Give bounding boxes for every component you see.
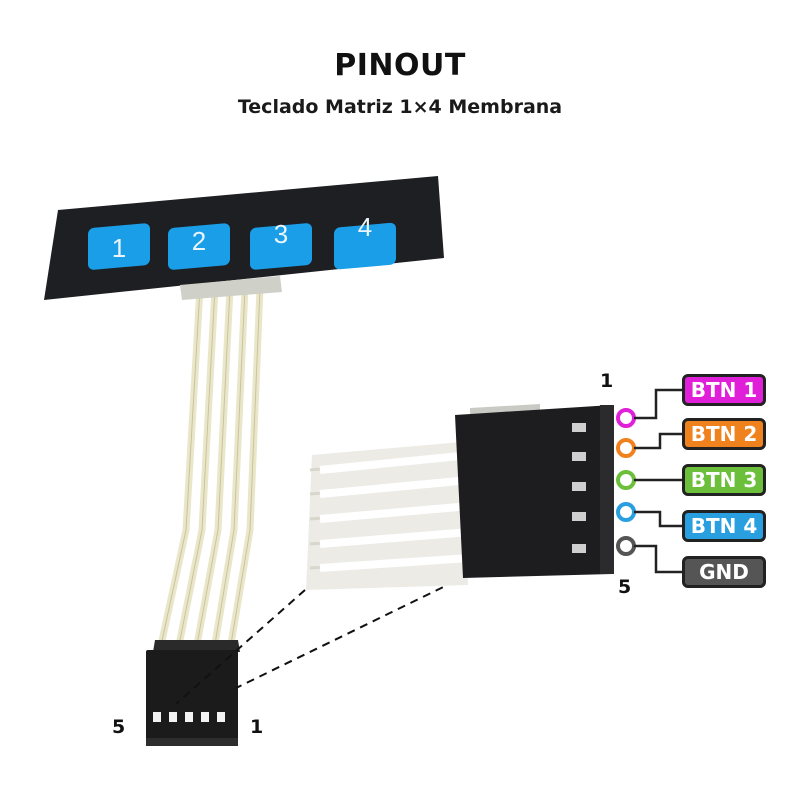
- pin-1-marker: [616, 408, 636, 428]
- pin-2-marker: [616, 438, 636, 458]
- pin-label-btn3: BTN 3: [682, 464, 766, 496]
- pin-leader-lines: [634, 388, 684, 574]
- pin-label-btn4: BTN 4: [682, 510, 766, 542]
- key-3-label: 3: [274, 219, 288, 249]
- key-4: [334, 222, 396, 270]
- small-connector: [146, 640, 240, 746]
- zoom-line-lower: [235, 574, 469, 689]
- connector-pin-number-1: 1: [250, 716, 264, 738]
- key-1-label: 1: [112, 233, 126, 263]
- key-2-label: 2: [192, 226, 206, 256]
- connector-pin-number-5: 5: [112, 716, 126, 738]
- pin-label-btn1: BTN 1: [682, 374, 766, 406]
- pin-5-marker: [616, 536, 636, 556]
- key-1: [88, 223, 150, 270]
- pin-4-marker: [616, 502, 636, 522]
- keypad-keys: 1 2 3 4: [88, 212, 396, 270]
- key-3: [250, 223, 312, 270]
- keypad-membrane: [44, 176, 444, 300]
- key-2: [168, 223, 230, 270]
- zoom-pin-number-1: 1: [600, 370, 614, 392]
- zoomed-connector: [455, 404, 614, 578]
- ribbon-cable: [156, 287, 264, 651]
- pin-label-btn2: BTN 2: [682, 418, 766, 450]
- pin-label-gnd: GND: [682, 556, 766, 588]
- key-4-label: 4: [358, 212, 372, 242]
- zoom-pin-number-5: 5: [618, 576, 632, 598]
- zoomed-ribbon: [306, 442, 471, 590]
- page-title: PINOUT: [334, 48, 466, 83]
- zoom-line-upper: [175, 589, 306, 705]
- page-subtitle: Teclado Matriz 1×4 Membrana: [237, 96, 563, 118]
- pin-3-marker: [616, 470, 636, 490]
